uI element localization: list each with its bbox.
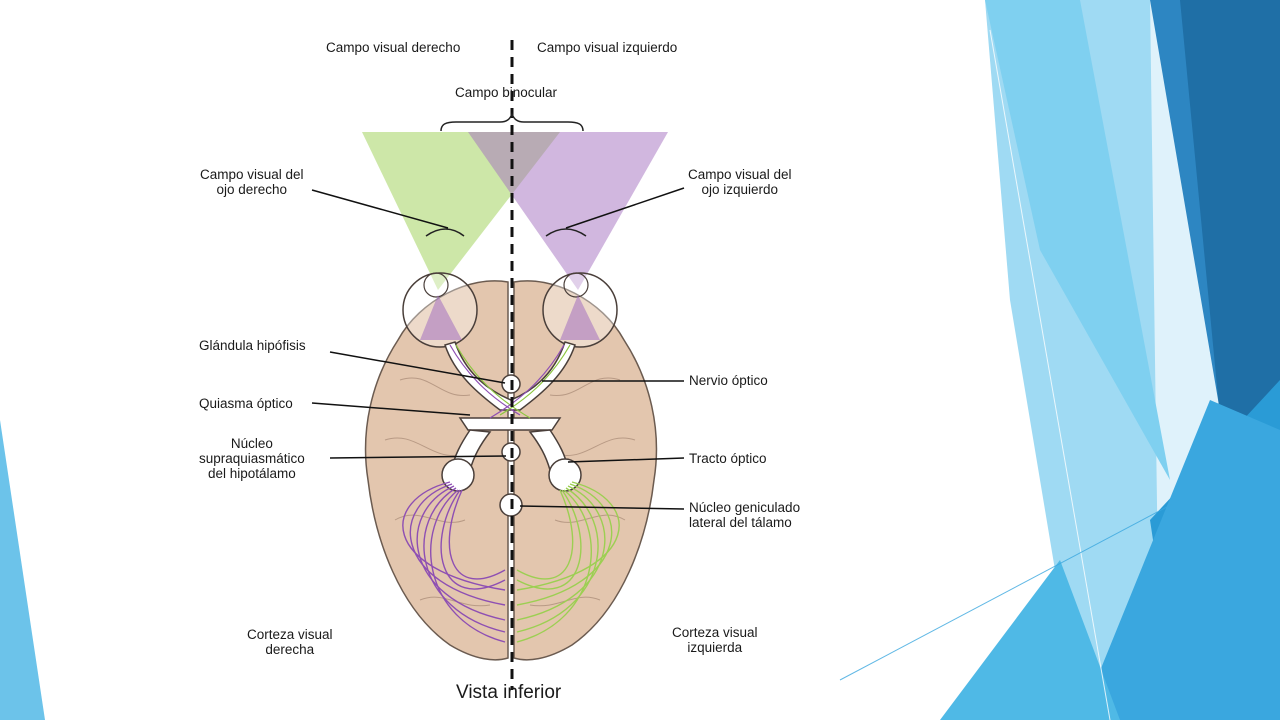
lateral-geniculate-label: Núcleo geniculado lateral del tálamo — [689, 500, 800, 530]
thin-line-2 — [839, 499, 1181, 681]
facet-bright — [1080, 400, 1280, 720]
right-cortex-line-2: derecha — [265, 642, 315, 657]
binocular-bracket — [440, 111, 584, 132]
left-eye-field-label: Campo visual del ojo izquierdo — [688, 167, 792, 197]
right-optic-radiation — [402, 481, 506, 643]
suprachiasmatic-line-2: supraquiasmático — [199, 451, 305, 466]
suprachiasmatic-line-3: del hipotálamo — [208, 466, 296, 481]
left-cortex-line-2: izquierda — [687, 640, 743, 655]
facet-bottom — [940, 560, 1120, 720]
lateral-geniculate-line-2: lateral del tálamo — [689, 515, 792, 530]
left-eye-lens — [563, 272, 589, 298]
right-eye-field-line-1: Campo visual del — [200, 167, 304, 182]
optic-nerve-label: Nervio óptico — [689, 373, 768, 388]
thin-line-1 — [989, 29, 1111, 720]
facet-sky — [985, 0, 1170, 480]
right-lgn-body — [441, 458, 475, 492]
binocular-field-label: Campo binocular — [455, 85, 558, 100]
lateral-geniculate-line-1: Núcleo geniculado — [689, 500, 801, 515]
suprachiasmatic-label: Núcleo supraquiasmático del hipotálamo — [199, 436, 305, 481]
right-cortex-label: Corteza visual derecha — [247, 627, 333, 657]
right-cortex-line-1: Corteza visual — [247, 627, 333, 642]
right-eye-field-line-2: ojo derecho — [216, 182, 288, 197]
leader-lines — [311, 187, 685, 510]
left-eye-field-line-2: ojo izquierdo — [701, 182, 779, 197]
right-eye-field-arc — [425, 228, 465, 237]
left-edge-facet — [0, 420, 45, 720]
left-cortex-line-1: Corteza visual — [672, 625, 758, 640]
right-eye-field-label: Campo visual del ojo derecho — [200, 167, 304, 197]
optic-chiasm-label: Quiasma óptico — [199, 396, 293, 411]
left-eye-field-line-1: Campo visual del — [688, 167, 792, 182]
right-visual-field-label: Campo visual derecho — [326, 40, 461, 55]
pituitary-label: Glándula hipófisis — [199, 338, 306, 353]
left-eye-field-cone — [468, 132, 668, 290]
optic-nerve-fibers — [449, 344, 571, 419]
left-visual-field-label: Campo visual izquierdo — [537, 40, 678, 55]
brain-gyri — [384, 377, 636, 607]
left-cortex-label: Corteza visual izquierda — [672, 625, 758, 655]
suprachiasmatic-line-1: Núcleo — [230, 436, 273, 451]
inferior-view-label: Vista inferior — [456, 682, 562, 703]
left-eye-field-arc — [545, 228, 587, 237]
right-eye-inner-field — [420, 295, 462, 340]
right-eye-lens — [423, 272, 449, 298]
optic-tract-label: Tracto óptico — [689, 451, 767, 466]
left-eye-inner-field — [560, 295, 600, 340]
